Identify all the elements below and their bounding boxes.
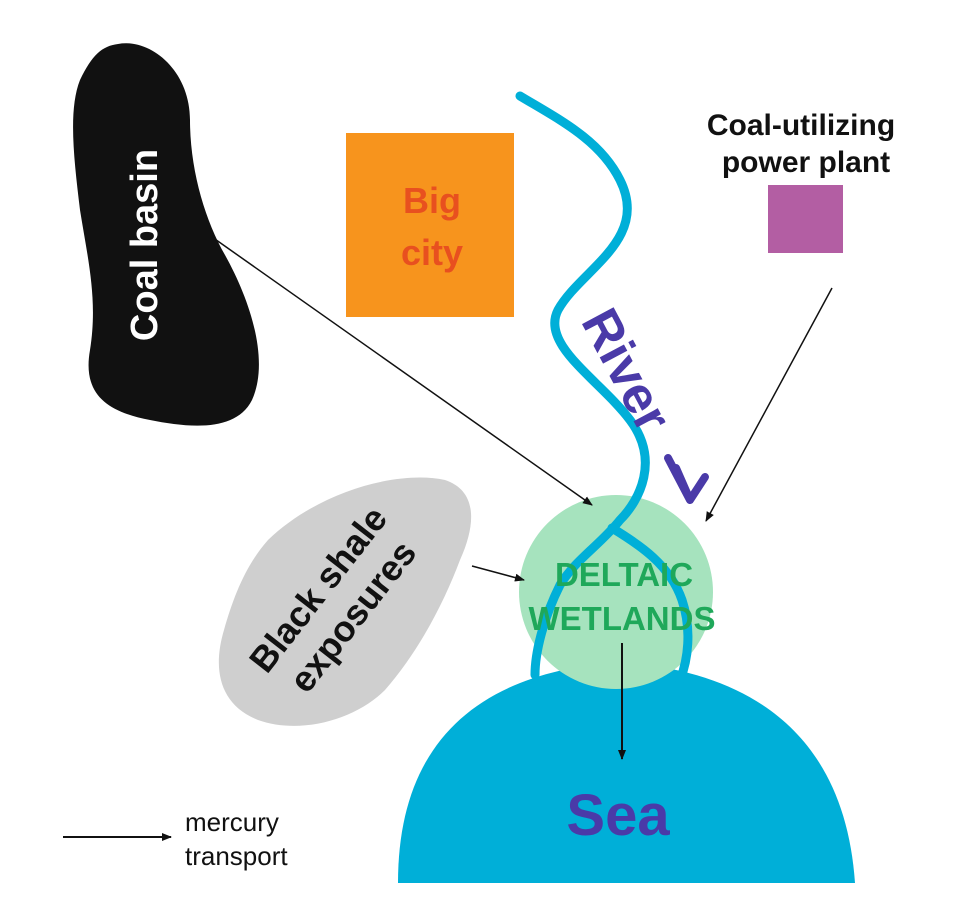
legend-label-line2: transport xyxy=(185,841,288,871)
wetlands-label-line1: DELTAIC xyxy=(555,556,693,593)
big-city-box xyxy=(346,133,514,317)
big-city-label-line1: Big xyxy=(403,180,461,221)
power-plant-label-line1: Coal-utilizing xyxy=(707,109,895,142)
river-branch-line xyxy=(607,523,693,685)
power-plant-box xyxy=(768,185,843,253)
river-line xyxy=(515,91,650,680)
coal-basin-label: Coal basin xyxy=(124,149,166,341)
arrow-power-plant-to-wetlands xyxy=(705,287,833,522)
arrow-coal-basin-to-wetlands xyxy=(211,236,593,506)
wetlands-label-line2: WETLANDS xyxy=(529,600,716,637)
coal-basin-shape xyxy=(73,43,259,426)
river-flow-arrow xyxy=(664,454,709,504)
big-city-label-line2: city xyxy=(401,232,463,273)
power-plant-label-line2: power plant xyxy=(722,146,890,179)
black-shale-shape xyxy=(218,477,472,726)
sea-shape xyxy=(398,662,855,883)
arrow-shale-to-wetlands xyxy=(471,565,525,582)
legend-label-line1: mercury xyxy=(185,807,279,837)
sea-label: Sea xyxy=(566,783,670,848)
wetlands-shape xyxy=(519,495,713,689)
